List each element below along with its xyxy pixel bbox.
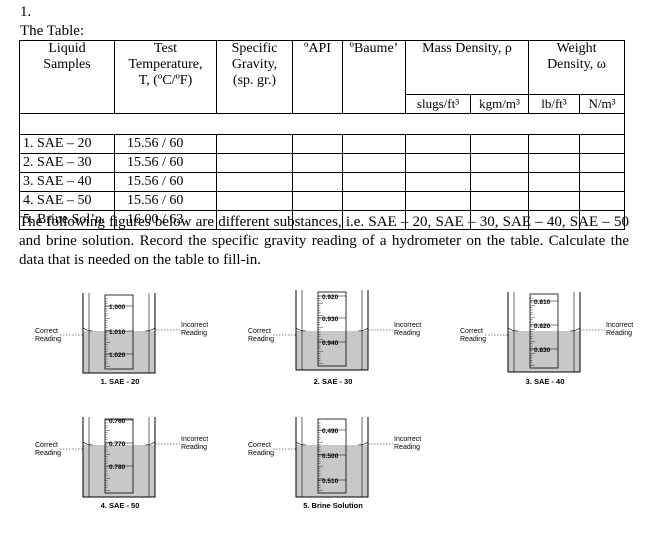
incorrect-reading-label: Reading	[394, 330, 420, 337]
hydrometer-stem	[104, 294, 134, 370]
liquid-fill	[83, 331, 155, 373]
cylinder-outline	[507, 292, 581, 373]
scale-label: 0.920	[322, 294, 339, 301]
meniscus-left	[82, 441, 94, 446]
correct-reading-label: Correct	[460, 328, 483, 335]
correct-reading-label: Correct	[35, 442, 58, 449]
hydrometer-figure: 1.0001.0101.020CorrectReadingIncorrectRe…	[35, 293, 208, 386]
figure-caption: 2. SAE - 30	[314, 377, 353, 386]
unit-slugs-ft3: slugs/ft³	[405, 94, 471, 114]
meniscus-right	[144, 327, 156, 332]
hydrometer-figure: 0.9200.9300.940CorrectReadingIncorrectRe…	[248, 290, 421, 386]
hydrometer-stem	[317, 418, 347, 494]
correct-reading-label: Correct	[248, 442, 271, 449]
hydrometer-figure: 0.8100.8200.830CorrectReadingIncorrectRe…	[460, 292, 633, 386]
meniscus-left	[82, 327, 94, 332]
scale-label: 0.830	[534, 347, 551, 354]
incorrect-reading-label: Incorrect	[394, 322, 421, 329]
correct-reading-label: Reading	[248, 336, 274, 343]
figure-caption: 4. SAE - 50	[101, 501, 140, 510]
table-row: 2. SAE – 30 15.56 / 60	[19, 153, 625, 173]
liquid-fill	[296, 445, 368, 497]
scale-label: 1.010	[109, 329, 126, 336]
question-number: 1.	[20, 4, 32, 20]
scale-label: 1.000	[109, 304, 126, 311]
scale-label: 0.780	[109, 464, 126, 471]
cylinder-outline	[82, 417, 156, 498]
scale-label: 0.760	[109, 418, 126, 425]
table-row: 5. Brine Sol’n. 16.00 / 63	[19, 210, 625, 230]
scale-label: 0.930	[322, 316, 339, 323]
cylinder-outline	[82, 293, 156, 374]
correct-reading-label: Correct	[35, 328, 58, 335]
scale-label: 0.810	[534, 299, 551, 306]
incorrect-reading-label: Reading	[181, 444, 207, 451]
correct-reading-label: Reading	[248, 450, 274, 457]
scale-label: 0.770	[109, 441, 126, 448]
figure-caption: 3. SAE - 40	[526, 377, 565, 386]
incorrect-reading-label: Reading	[394, 444, 420, 451]
scale-label: 1.020	[109, 352, 126, 359]
cell-n[interactable]	[579, 210, 625, 230]
header-baume: ºBaume’	[342, 40, 406, 114]
meniscus-right	[144, 441, 156, 446]
meniscus-right	[569, 327, 581, 332]
liquid-fill	[296, 331, 368, 370]
hydrometer-figure: 0.4900.5000.510CorrectReadingIncorrectRe…	[248, 417, 421, 510]
incorrect-reading-label: Incorrect	[606, 322, 633, 329]
scale-label: 0.820	[534, 323, 551, 330]
figure-caption: 1. SAE - 20	[101, 377, 140, 386]
incorrect-reading-label: Reading	[181, 330, 207, 337]
incorrect-reading-label: Incorrect	[394, 436, 421, 443]
figure-caption: 5. Brine Solution	[303, 501, 363, 510]
meniscus-left	[507, 327, 519, 332]
incorrect-reading-label: Reading	[606, 330, 632, 337]
meniscus-right	[357, 327, 369, 332]
correct-reading-label: Reading	[35, 450, 61, 457]
scale-label: 0.500	[322, 453, 339, 460]
meniscus-right	[357, 441, 369, 446]
meniscus-left	[295, 441, 307, 446]
correct-reading-label: Correct	[248, 328, 271, 335]
instructions-paragraph: The following figures below are differen…	[19, 214, 629, 268]
hydrometer-figure: 0.7600.7700.780CorrectReadingIncorrectRe…	[35, 417, 208, 510]
correct-reading-label: Reading	[35, 336, 61, 343]
incorrect-reading-label: Incorrect	[181, 322, 208, 329]
liquid-fill	[83, 445, 155, 497]
meniscus-left	[295, 327, 307, 332]
table-row: 3. SAE – 40 15.56 / 60	[19, 172, 625, 192]
incorrect-reading-label: Incorrect	[181, 436, 208, 443]
liquid-fill	[508, 331, 580, 372]
cylinder-outline	[295, 417, 369, 498]
correct-reading-label: Reading	[460, 336, 486, 343]
scale-label: 0.510	[322, 478, 339, 485]
hydrometer-stem	[317, 291, 347, 367]
table-row: 4. SAE – 50 15.56 / 60	[19, 191, 625, 211]
scale-label: 0.940	[322, 340, 339, 347]
table-label: The Table:	[20, 23, 85, 39]
hydrometer-stem	[529, 293, 559, 369]
hydrometer-stem	[104, 418, 134, 494]
scale-label: 0.490	[322, 428, 339, 435]
